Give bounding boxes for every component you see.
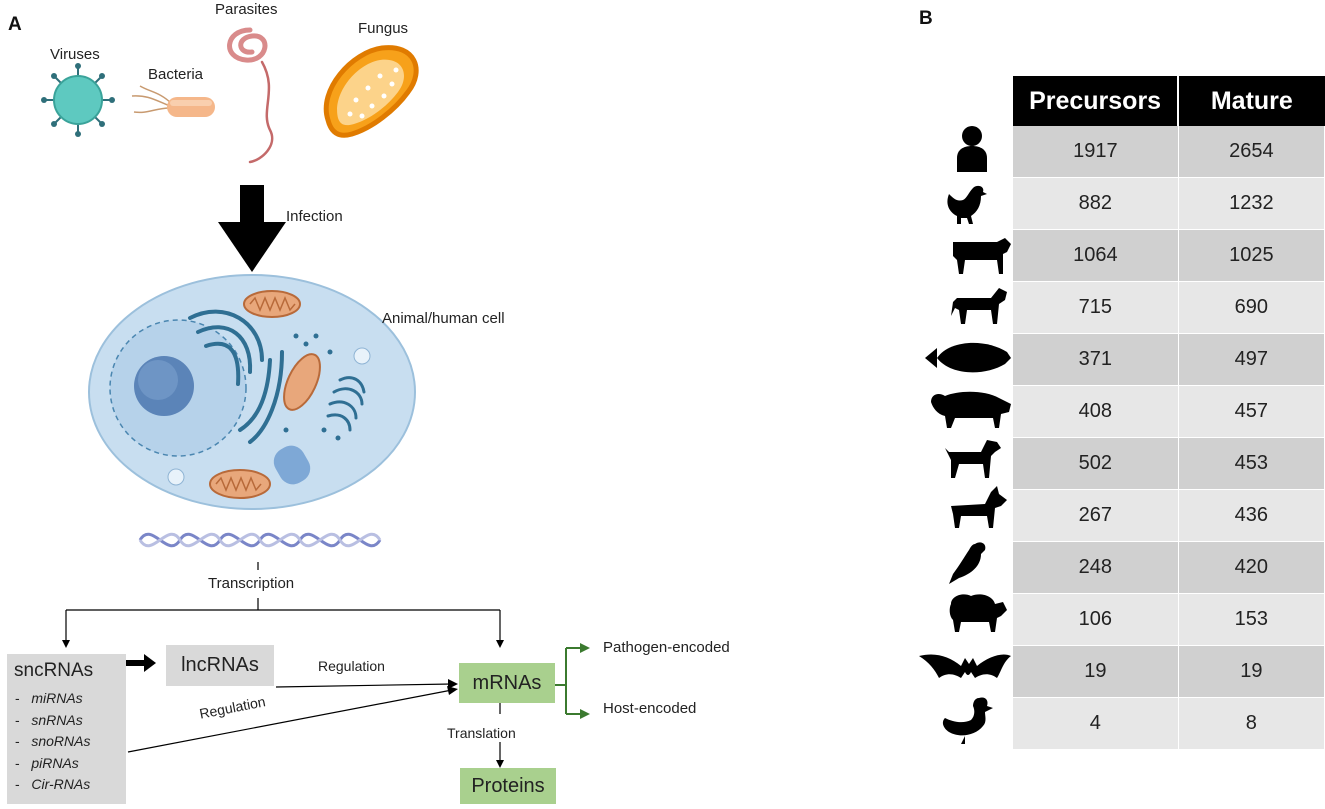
mature-cell: 2654 bbox=[1178, 126, 1325, 178]
mature-cell: 457 bbox=[1178, 385, 1325, 438]
cow-icon bbox=[953, 238, 1011, 274]
duck-icon bbox=[942, 697, 993, 744]
precursors-cell: 1917 bbox=[1013, 126, 1179, 178]
bacterium-icon bbox=[131, 85, 215, 117]
sncrnas-list: - miRNAs - snRNAs - snoRNAs - piRNAs - C… bbox=[15, 688, 90, 796]
worm-icon bbox=[227, 27, 274, 164]
fungus-icon bbox=[323, 45, 419, 138]
bird-icon bbox=[949, 542, 986, 584]
golgi-icon bbox=[326, 376, 366, 432]
transcription-connectors bbox=[65, 562, 501, 640]
sncrnas-box: sncRNAs - miRNAs - snRNAs - snoRNAs - pi… bbox=[7, 654, 126, 804]
regulation-label-1: Regulation bbox=[318, 658, 385, 674]
virus-icon bbox=[41, 63, 115, 137]
precursors-cell: 106 bbox=[1013, 593, 1179, 646]
mrnas-box: mRNAs bbox=[459, 663, 555, 703]
diagram-artwork bbox=[41, 27, 590, 768]
mature-cell: 19 bbox=[1178, 645, 1325, 698]
mitochondrion-icon bbox=[209, 469, 271, 499]
species-silhouettes bbox=[919, 126, 1011, 744]
sheep-icon bbox=[949, 594, 1007, 632]
regulation-arrows bbox=[127, 683, 453, 753]
fungus-label: Fungus bbox=[358, 20, 409, 37]
dna-helix-icon bbox=[138, 532, 382, 548]
precursors-header: Precursors bbox=[1013, 76, 1180, 126]
mature-cell: 690 bbox=[1178, 281, 1325, 334]
mature-cell: 497 bbox=[1178, 333, 1325, 386]
precursors-cell: 502 bbox=[1013, 437, 1179, 490]
mature-cell: 453 bbox=[1178, 437, 1325, 490]
sncrna-item: - Cir-RNAs bbox=[15, 776, 91, 792]
infection-label: Infection bbox=[286, 208, 343, 225]
sncrna-item: - piRNAs bbox=[15, 754, 79, 771]
cell-illustration bbox=[88, 274, 416, 510]
human-icon bbox=[957, 126, 987, 172]
bat-icon bbox=[919, 654, 1011, 678]
mrna-branches bbox=[555, 647, 582, 715]
bacteria-label: Bacteria bbox=[148, 66, 204, 83]
mitochondrion-icon bbox=[283, 353, 321, 411]
precursors-cell: 408 bbox=[1013, 385, 1179, 438]
mature-cell: 153 bbox=[1178, 593, 1325, 646]
proteins-label: Proteins bbox=[471, 774, 545, 797]
proteins-box: Proteins bbox=[460, 768, 556, 804]
transcription-label: Transcription bbox=[208, 575, 295, 592]
sncrna-item: - miRNAs bbox=[15, 690, 83, 706]
sncrna-item: - snRNAs bbox=[15, 711, 83, 728]
mature-cell: 420 bbox=[1178, 541, 1325, 594]
sncrna-item: - snoRNAs bbox=[15, 733, 91, 749]
horse-icon bbox=[951, 288, 1007, 324]
pig-icon bbox=[931, 391, 1011, 428]
viruses-label: Viruses bbox=[50, 46, 100, 63]
panel-b-label: B bbox=[919, 8, 933, 29]
mrnas-label: mRNAs bbox=[472, 671, 542, 694]
panel-a-label: A bbox=[8, 14, 22, 35]
mature-header: Mature bbox=[1178, 76, 1325, 126]
mature-cell: 1232 bbox=[1178, 177, 1325, 230]
precursors-cell: 882 bbox=[1013, 177, 1179, 230]
cell-label: Animal/human cell bbox=[382, 310, 505, 327]
precursors-cell: 371 bbox=[1013, 333, 1179, 386]
lncrnas-label: lncRNAs bbox=[181, 654, 259, 676]
pathogen-encoded-label: Pathogen-encoded bbox=[603, 639, 730, 656]
precursors-cell: 248 bbox=[1013, 541, 1179, 594]
parasites-label: Parasites bbox=[215, 1, 278, 18]
mature-cell: 1025 bbox=[1178, 229, 1325, 282]
mature-cell: 8 bbox=[1178, 697, 1325, 750]
lncrnas-box: lncRNAs bbox=[166, 645, 274, 686]
table-header-row: Precursors Mature bbox=[1013, 76, 1325, 126]
precursors-cell: 1064 bbox=[1013, 229, 1179, 282]
fish-icon bbox=[925, 342, 1011, 373]
host-encoded-label: Host-encoded bbox=[603, 700, 697, 717]
precursors-cell: 19 bbox=[1013, 645, 1179, 698]
chicken-icon bbox=[947, 185, 987, 224]
precursors-cell: 267 bbox=[1013, 489, 1179, 542]
dog-icon bbox=[945, 440, 1001, 478]
mitochondrion-icon bbox=[243, 290, 301, 318]
precursors-cell: 715 bbox=[1013, 281, 1179, 334]
translation-label: Translation bbox=[447, 725, 516, 741]
goat-icon bbox=[951, 486, 1007, 528]
sncrnas-title: sncRNAs bbox=[14, 660, 94, 681]
mature-cell: 436 bbox=[1178, 489, 1325, 542]
infection-arrow bbox=[218, 185, 286, 272]
precursors-cell: 4 bbox=[1013, 697, 1179, 750]
